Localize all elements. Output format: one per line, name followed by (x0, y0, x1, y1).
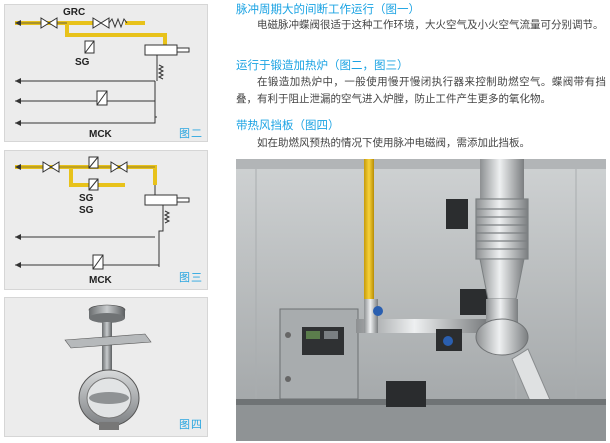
furnace-installation-photo (236, 159, 606, 441)
sg-tag-1: SG (79, 193, 94, 204)
grc-tag: GRC (63, 7, 85, 18)
section-body-1: 电磁脉冲蝶阀很适于这种工作环境，大火空气及小火空气流量可分别调节。 (257, 19, 604, 31)
figure-2-panel: GRC SG MCK 图二 (4, 4, 208, 142)
figure-3-diagram: SG SG MCK (15, 156, 190, 286)
section-body-2: 在锻造加热炉中，一般使用慢开慢闭执行器来控制助燃空气。蝶阀带有挡叠，有利于阻止泄… (236, 76, 606, 105)
section-heading-1: 脉冲周期大的间断工作运行（图一） (236, 2, 420, 16)
figure-2-diagram: GRC SG MCK (15, 7, 190, 140)
figure-3-label: 图三 (179, 271, 203, 284)
figure-2-label: 图二 (179, 127, 203, 140)
butterfly-valve-illustration (64, 304, 152, 430)
furnace-photo-illustration (236, 159, 606, 441)
figure-3-panel: SG SG MCK 图三 (4, 150, 208, 290)
section-heading-3: 带热风挡板（图四） (236, 118, 340, 132)
section-body-3: 如在助燃风预热的情况下使用脉冲电磁阀，需添加此挡板。 (257, 137, 530, 149)
figure-4-label: 图四 (179, 418, 203, 431)
sg-tag: SG (75, 57, 90, 68)
mck-tag: MCK (89, 129, 113, 140)
figure-4-panel: 图四 (4, 297, 208, 437)
mck-tag: MCK (89, 275, 113, 286)
section-heading-2: 运行于锻造加热炉（图二，图三） (236, 58, 409, 72)
sg-tag-2: SG (79, 205, 94, 216)
